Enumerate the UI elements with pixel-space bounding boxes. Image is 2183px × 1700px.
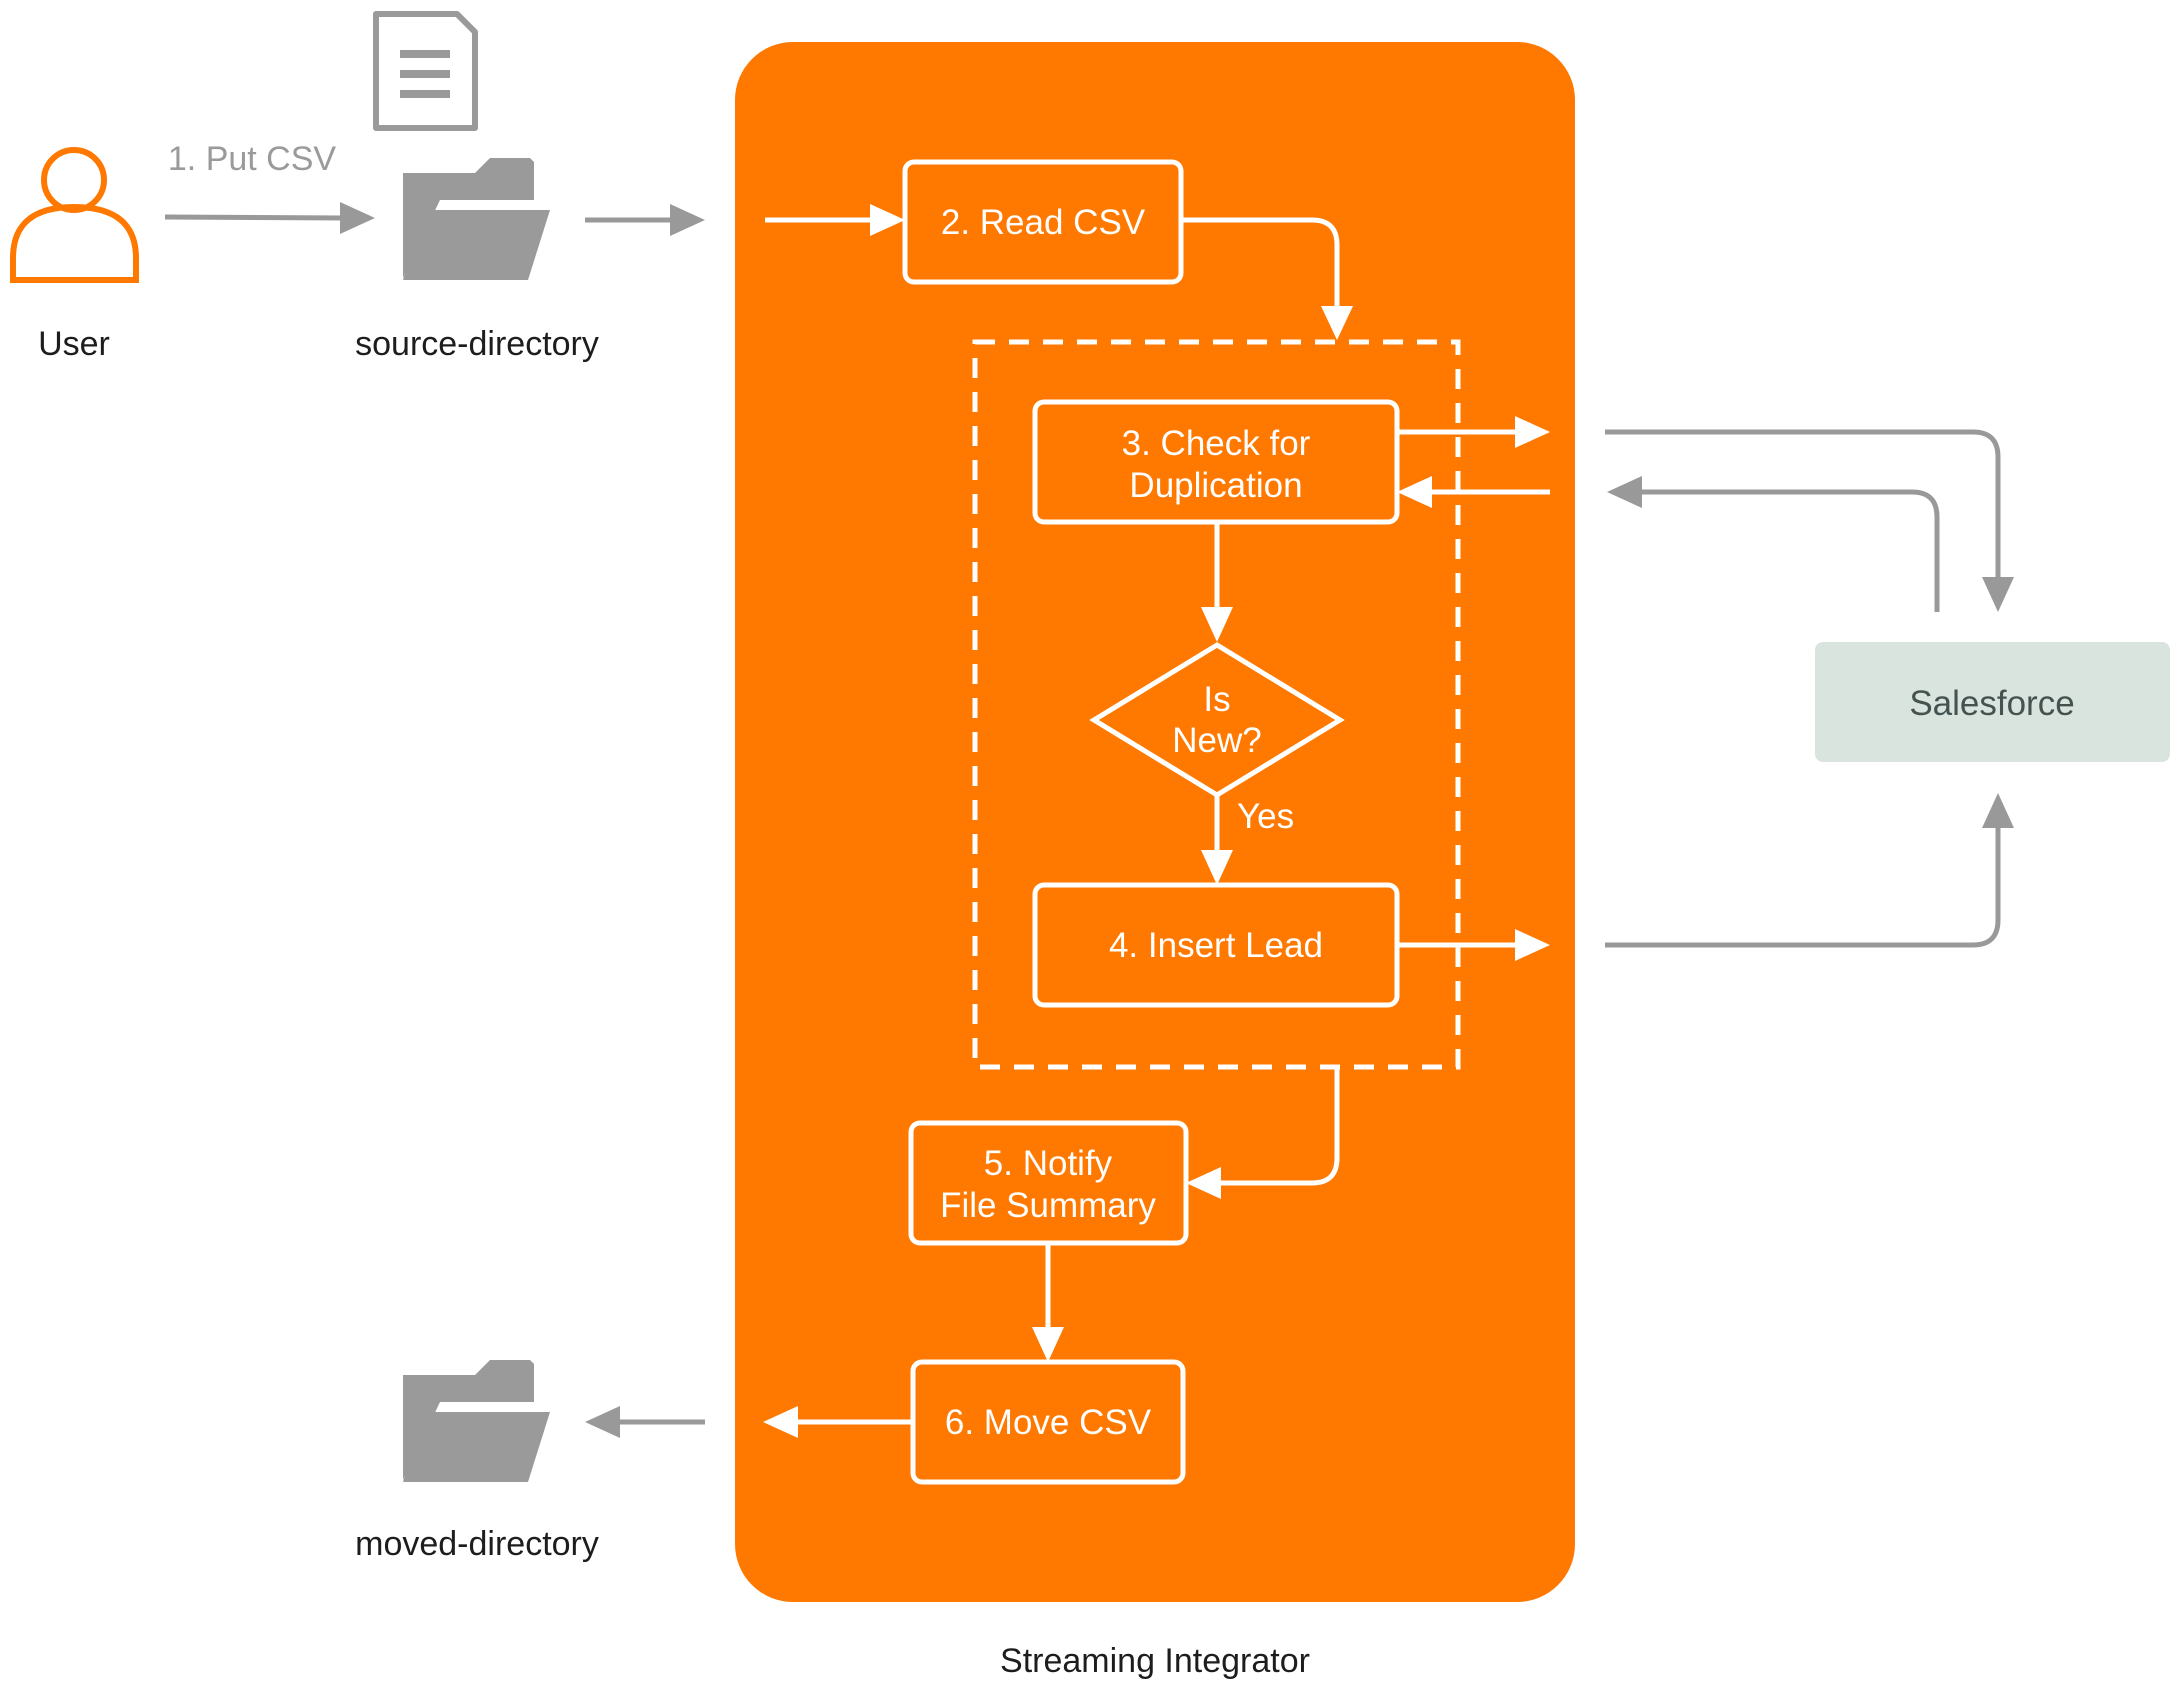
entry-arrow-head	[870, 204, 905, 236]
check-to-decision-arrow-head	[1201, 607, 1233, 642]
source-folder-icon	[403, 158, 550, 280]
sf-query-in-connector	[1605, 429, 2001, 580]
is-new-label-line2: New?	[1172, 721, 1261, 760]
si-to-moved-arrow-head	[585, 1406, 620, 1438]
dedup-insert-group	[972, 339, 1461, 1070]
sf-to-check-arrow-head	[1397, 476, 1432, 508]
check-duplication-label-line2: Duplication	[1129, 466, 1302, 505]
put-csv-label: 1. Put CSV	[168, 140, 337, 178]
read-csv-label: 2. Read CSV	[941, 203, 1146, 242]
move-exit-arrow-head	[763, 1406, 798, 1438]
source-to-si-arrow-head	[670, 204, 705, 236]
user-label: User	[38, 325, 110, 363]
yes-arrow-head	[1201, 850, 1233, 885]
sf-query-out-connector	[1640, 489, 1940, 612]
notify-to-move-arrow-head	[1032, 1327, 1064, 1362]
document-icon	[373, 11, 478, 131]
check-to-sf-arrow-head	[1515, 416, 1550, 448]
move-csv-label: 6. Move CSV	[945, 1403, 1152, 1442]
yes-label: Yes	[1237, 797, 1294, 836]
is-new-label-line1: Is	[1203, 680, 1230, 719]
sf-insert-arrow-head	[1982, 793, 2014, 828]
salesforce-label: Salesforce	[1909, 684, 2074, 723]
put-csv-arrow-head	[340, 202, 375, 234]
group-to-notify-connector	[1215, 1067, 1340, 1186]
notify-summary-label-line2: File Summary	[940, 1186, 1156, 1225]
source-directory-label: source-directory	[355, 325, 599, 363]
read-to-group-arrow-head	[1321, 306, 1353, 340]
sf-query-out-arrow-head	[1607, 476, 1642, 508]
check-duplication-label-line1: 3. Check for	[1122, 424, 1311, 463]
insert-lead-label: 4. Insert Lead	[1109, 926, 1323, 965]
sf-query-in-arrow-head	[1982, 577, 2014, 612]
streaming-integrator-label: Streaming Integrator	[1000, 1642, 1310, 1680]
group-to-notify-arrow-head	[1186, 1167, 1221, 1199]
insert-to-sf-arrow-head	[1515, 929, 1550, 961]
user-icon	[10, 147, 139, 283]
salesforce-box	[1815, 642, 2170, 762]
notify-summary-label-line1: 5. Notify	[984, 1144, 1113, 1183]
moved-folder-icon	[403, 1360, 550, 1482]
read-to-group-connector	[1181, 217, 1340, 308]
moved-directory-label: moved-directory	[355, 1525, 599, 1563]
sf-insert-connector	[1605, 825, 2001, 948]
put-csv-arrow-line	[164, 214, 346, 221]
streaming-integrator-container	[735, 42, 1575, 1602]
